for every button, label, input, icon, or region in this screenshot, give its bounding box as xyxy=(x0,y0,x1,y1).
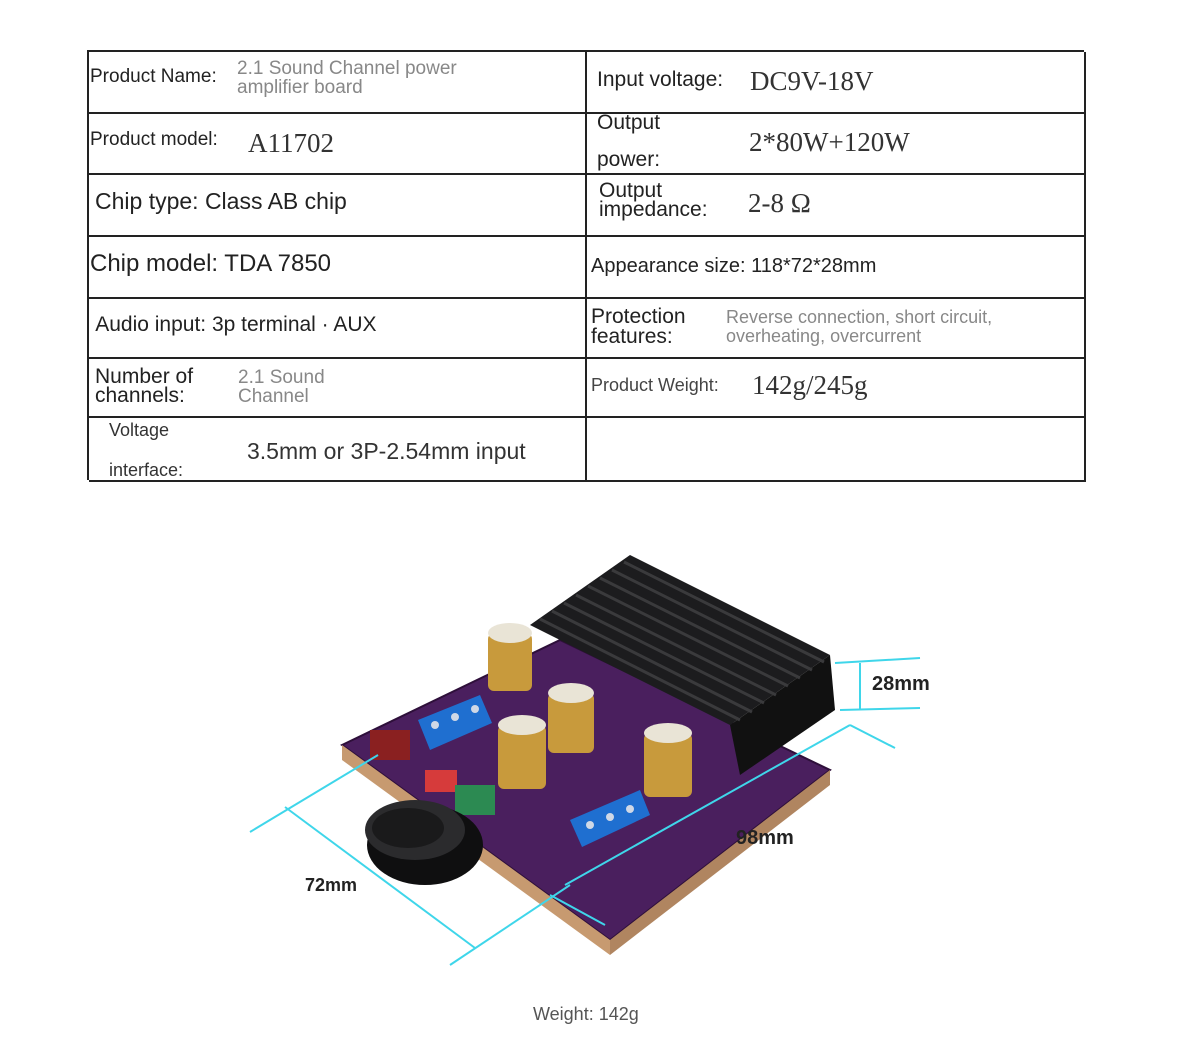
weight-label: Product Weight: xyxy=(591,375,719,395)
width-dimension-label: 72mm xyxy=(305,875,358,895)
output-impedance-cell: Output impedance: 2-8 Ω xyxy=(587,175,1086,237)
chip-type-cell: Chip type: Class AB chip xyxy=(89,175,587,237)
product-illustration: 28mm 98mm 72mm xyxy=(230,545,990,975)
appearance-size-cell: Appearance size: 118*72*28mm xyxy=(587,237,1086,299)
weight-cell: Product Weight: 142g/245g xyxy=(587,359,1086,418)
empty-cell xyxy=(587,418,1086,482)
voltage-interface-label-line2: interface: xyxy=(109,460,184,480)
chip-type-text: Chip type: Class AB chip xyxy=(95,188,347,214)
product-name-value-line1: 2.1 Sound Channel power xyxy=(237,58,457,79)
channels-value-line2: Channel xyxy=(238,386,309,407)
protection-cell: Protection features: Reverse connection,… xyxy=(587,299,1086,359)
output-impedance-label-line2: impedance: xyxy=(599,198,708,221)
channels-label-line1: Number of xyxy=(95,365,194,388)
spec-table: Product Name: 2.1 Sound Channel power am… xyxy=(87,50,1086,482)
pcb-edge-right xyxy=(610,770,830,955)
output-impedance-label-line1: Output xyxy=(599,179,663,202)
capacitor-group xyxy=(488,623,692,797)
audio-input-text: Audio input: 3p terminal · AUX xyxy=(95,313,377,336)
voltage-interface-value: 3.5mm or 3P-2.54mm input xyxy=(247,438,526,464)
product-model-label: Product model: xyxy=(90,129,218,150)
terminal-blocks xyxy=(418,695,650,847)
product-name-label: Product Name: xyxy=(90,66,217,87)
chip-model-cell: Chip model: TDA 7850 xyxy=(89,237,587,299)
volume-knob xyxy=(365,800,483,885)
appearance-size-text: Appearance size: 118*72*28mm xyxy=(591,255,877,277)
red-connector xyxy=(425,770,457,792)
input-voltage-value: DC9V-18V xyxy=(750,66,874,96)
output-power-label-line2: power: xyxy=(597,148,661,171)
protection-label-line1: Protection xyxy=(591,305,686,328)
channels-label-line2: channels: xyxy=(95,384,185,407)
protection-value-line1: Reverse connection, short circuit, xyxy=(726,307,993,327)
audio-input-cell: Audio input: 3p terminal · AUX xyxy=(89,299,587,359)
product-name-value-line2: amplifier board xyxy=(237,77,363,98)
amplifier-board-image xyxy=(249,555,921,966)
protection-value-line2: overheating, overcurrent xyxy=(726,326,922,346)
green-jack xyxy=(455,785,495,815)
voltage-interface-cell: Voltage interface: 3.5mm or 3P-2.54mm in… xyxy=(89,418,587,482)
channels-value-line1: 2.1 Sound xyxy=(238,367,325,388)
protection-label-line2: features: xyxy=(591,325,673,348)
weight-caption: Weight: 142g xyxy=(533,1004,639,1024)
product-model-cell: Product model: A11702 xyxy=(89,114,587,175)
length-dimension-label: 98mm xyxy=(736,827,794,849)
input-voltage-label: Input voltage: xyxy=(597,68,724,91)
output-impedance-value: 2-8 Ω xyxy=(748,188,811,218)
height-dimension-label: 28mm xyxy=(872,673,930,695)
output-power-value: 2*80W+120W xyxy=(749,127,910,157)
input-voltage-cell: Input voltage: DC9V-18V xyxy=(587,52,1086,114)
voltage-interface-label-line1: Voltage xyxy=(109,420,170,440)
output-power-label-line1: Output xyxy=(597,114,661,134)
product-model-value: A11702 xyxy=(248,128,334,158)
dimension-lines xyxy=(249,657,921,966)
weight-value: 142g/245g xyxy=(752,370,868,400)
heatsink xyxy=(530,555,835,775)
output-power-cell: Output power: 2*80W+120W xyxy=(587,114,1086,175)
chip-model-text: Chip model: TDA 7850 xyxy=(90,250,332,277)
channels-cell: Number of channels: 2.1 Sound Channel xyxy=(89,359,587,418)
product-name-cell: Product Name: 2.1 Sound Channel power am… xyxy=(89,52,587,114)
